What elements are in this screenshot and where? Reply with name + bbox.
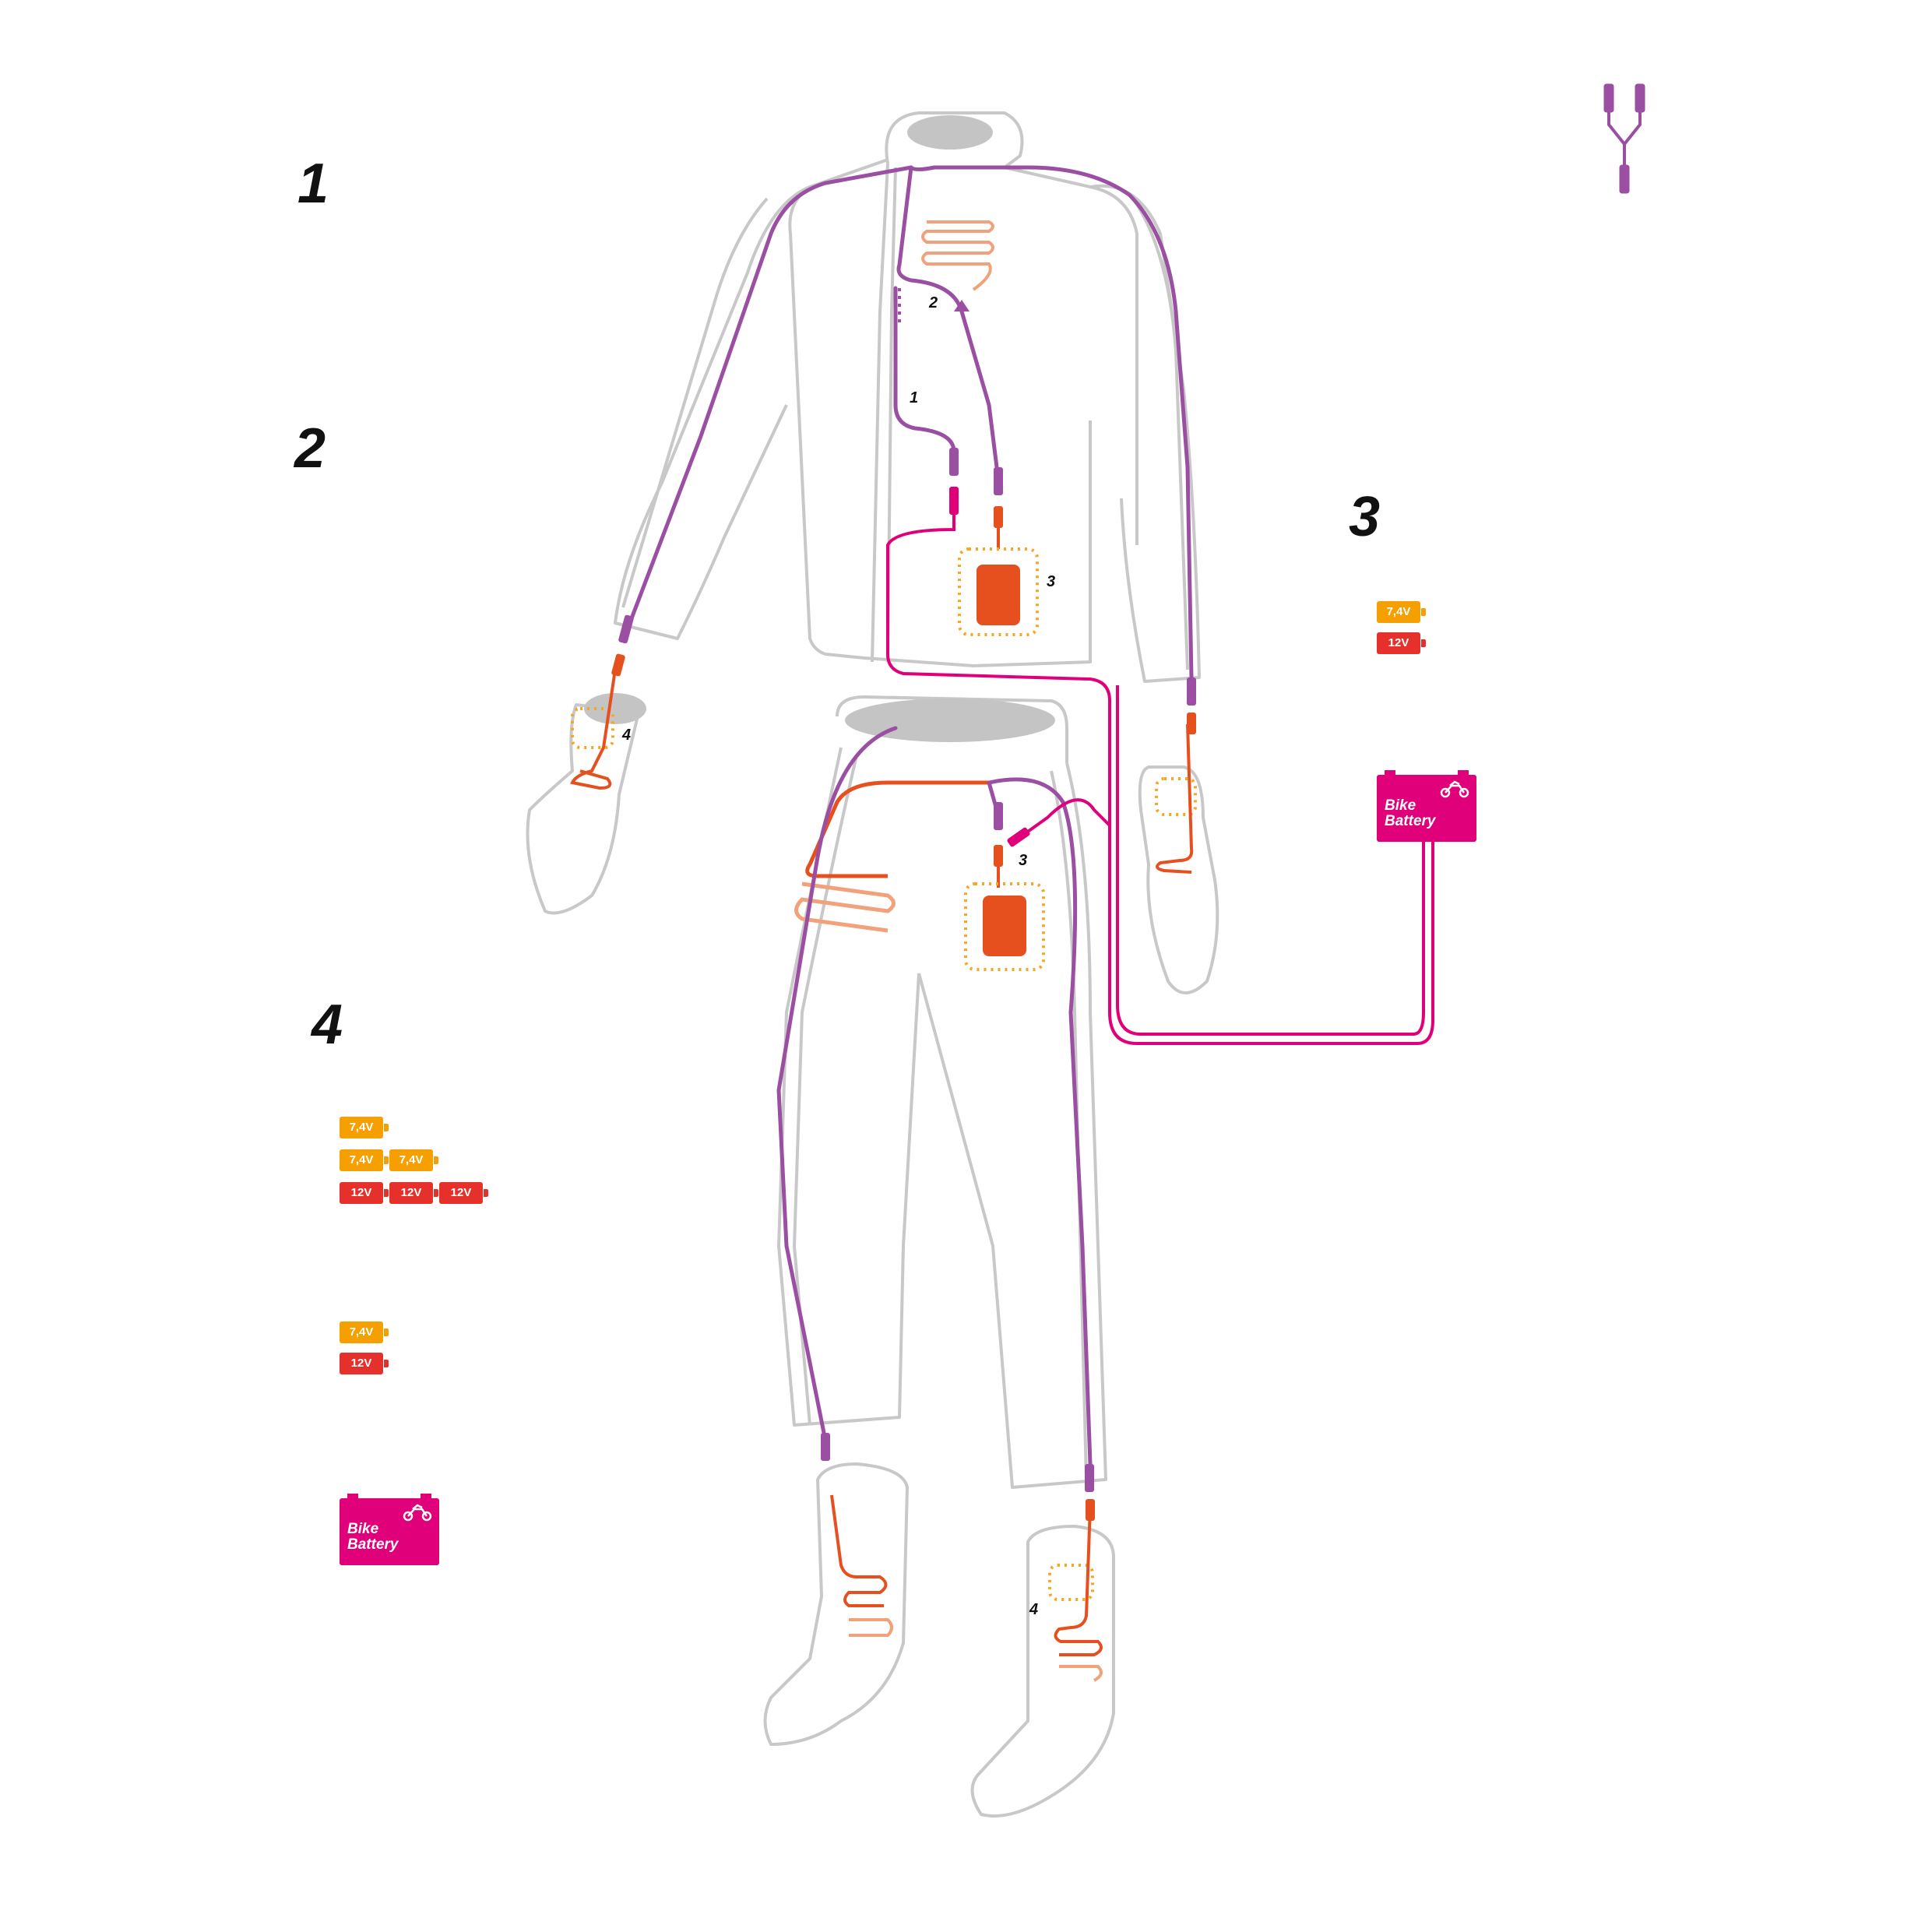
battery-12v-s4-group2: 12V (340, 1353, 389, 1374)
pants-connectors (821, 802, 1094, 1492)
right-sock-heater (1054, 1506, 1103, 1656)
callout-chest-heater: 2 (929, 294, 938, 311)
jacket-connectors (949, 448, 1003, 528)
pants-thigh-heater (794, 882, 896, 933)
left-glove-heater (570, 669, 617, 790)
left-glove-connector-purple (618, 614, 634, 644)
section-number-2: 2 (294, 417, 326, 480)
pants-waist-shade (845, 699, 1055, 742)
left-glove-connector-orange (611, 653, 625, 677)
battery-12v-s4-row3-c: 12V (439, 1182, 488, 1204)
bike-battery-label: Bike Battery (347, 1521, 399, 1553)
left-sock-heater (830, 1494, 888, 1607)
pants-controller-zone (964, 882, 1045, 971)
battery-7v4-s4-row1: 7,4V (340, 1117, 389, 1138)
jacket-outline (614, 111, 1201, 683)
pants-heater (805, 780, 989, 878)
left-glove-cuff-shade (584, 693, 646, 724)
right-glove-heater (1156, 723, 1194, 874)
battery-12v-s4-row3-b: 12V (389, 1182, 438, 1204)
motorcycle-icon (403, 1504, 432, 1522)
jacket-controller-zone (958, 547, 1039, 636)
left-sock-heater-fade (849, 1618, 893, 1637)
jacket-controller (977, 565, 1020, 625)
right-sock-outline (970, 1525, 1115, 1818)
battery-12v-s4-row3-a: 12V (340, 1182, 389, 1204)
jacket-collar-shade (907, 115, 993, 150)
pants-power-connector (1007, 827, 1030, 847)
power-cable (886, 514, 1434, 1045)
callout-left-glove: 4 (622, 727, 632, 744)
left-glove-zone (571, 707, 614, 749)
callout-jacket-controller: 3 (1047, 573, 1056, 590)
battery-7v4-s4-row2-a: 7,4V (340, 1149, 389, 1171)
callout-pants-controller: 3 (1019, 852, 1028, 869)
right-glove-zone (1155, 777, 1197, 816)
bike-battery-diagram: Bike Battery (1377, 770, 1476, 842)
battery-12v-section3: 12V (1377, 632, 1426, 654)
motorcycle-icon (1440, 780, 1469, 798)
bike-battery-label: Bike Battery (1385, 797, 1436, 829)
left-sock-outline (763, 1462, 909, 1746)
callout-right-sock: 4 (1029, 1601, 1039, 1618)
right-sock-connector (1086, 1499, 1095, 1521)
pants-harness (776, 726, 1093, 1466)
pants-controller (983, 896, 1026, 956)
battery-7v4-section3: 7,4V (1377, 601, 1426, 623)
right-glove-connector-orange (1187, 713, 1196, 734)
callout-chest-harness: 1 (910, 389, 919, 406)
battery-7v4-s4-group2: 7,4V (340, 1321, 389, 1343)
left-glove-outline (526, 703, 640, 915)
jacket-harness (625, 165, 1194, 680)
right-glove-outline (1138, 765, 1219, 994)
battery-7v4-s4-row2-b: 7,4V (389, 1149, 438, 1171)
bike-battery-legend: Bike Battery (340, 1494, 439, 1565)
y-splitter-icon (1603, 83, 1645, 194)
section-number-1: 1 (297, 153, 329, 215)
section-number-4: 4 (311, 994, 343, 1056)
right-glove-connector-purple (1187, 677, 1196, 706)
right-sock-heater-fade (1059, 1665, 1103, 1682)
chest-heater (921, 220, 994, 291)
section-number-3: 3 (1349, 486, 1381, 548)
